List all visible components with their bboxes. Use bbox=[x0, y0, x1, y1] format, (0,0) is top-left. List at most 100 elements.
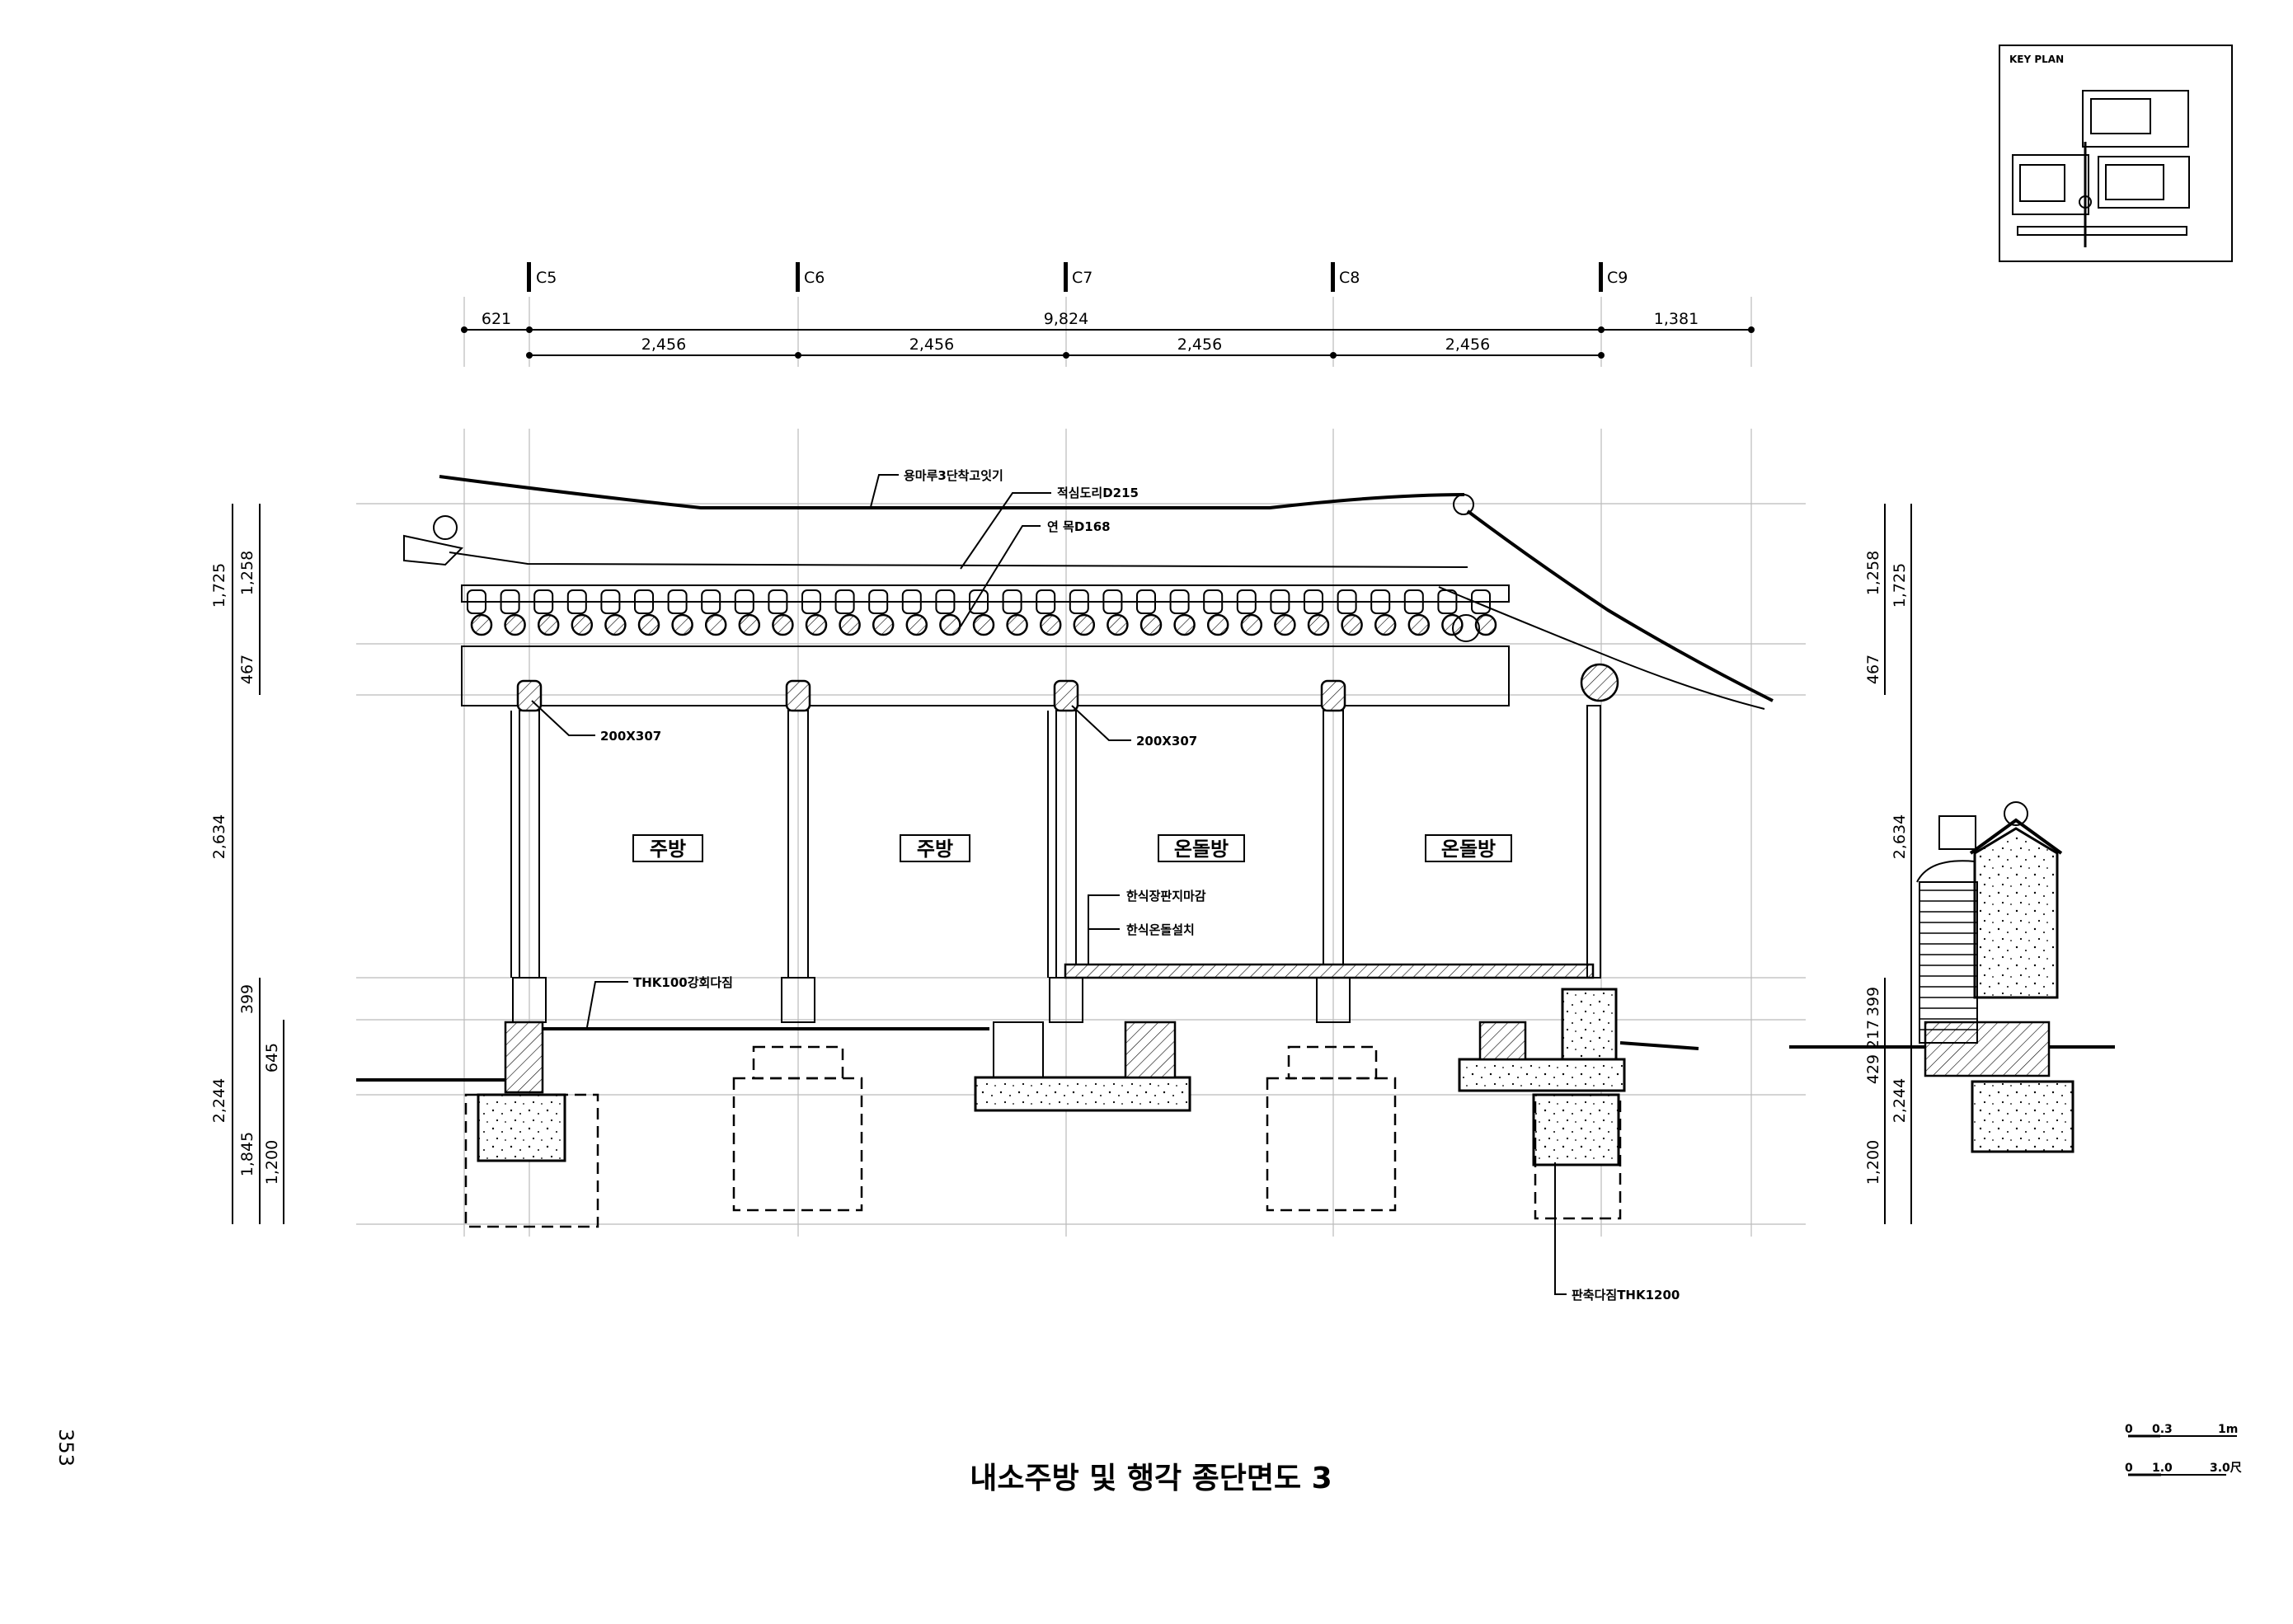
annotation-rafter: 연 목D168 bbox=[1047, 519, 1111, 534]
rafter-end bbox=[1437, 589, 1458, 614]
dim-label: 1,845 bbox=[238, 1132, 256, 1176]
dim-label: 9,824 bbox=[1044, 310, 1088, 328]
rafter-end bbox=[1169, 589, 1190, 614]
ridge-line bbox=[439, 475, 1465, 509]
right-wall bbox=[1586, 705, 1601, 979]
svg-text:0.3: 0.3 bbox=[2152, 1423, 2173, 1436]
rafter-end bbox=[500, 589, 520, 614]
annotation-ondol: 한식온돌설치 bbox=[1126, 922, 1195, 937]
rafter-section bbox=[1407, 613, 1431, 636]
rafter-section bbox=[772, 613, 794, 636]
rafter-end bbox=[701, 589, 721, 614]
rafter-section bbox=[939, 613, 961, 636]
column-marker-c7: C7 bbox=[1064, 262, 1092, 292]
column-marker-c6: C6 bbox=[796, 262, 825, 292]
beam-section bbox=[1320, 679, 1346, 712]
rafter-end bbox=[801, 589, 821, 614]
column-label: C5 bbox=[536, 269, 557, 287]
dim-label: 2,244 bbox=[1891, 1078, 1909, 1123]
annotation-beam: 200X307 bbox=[1136, 734, 1197, 749]
rafter-end bbox=[768, 589, 788, 614]
annotation-ridge: 용마루3단착고잇기 bbox=[904, 468, 1003, 483]
room-labels: 주방 주방 온돌방 온돌방 bbox=[632, 834, 1512, 862]
dim-label: 399 bbox=[1864, 987, 1882, 1016]
dim-label: 1,725 bbox=[1891, 563, 1909, 608]
rafter-section bbox=[604, 613, 627, 636]
rafter-end bbox=[1236, 589, 1257, 614]
right-eave-curve bbox=[1466, 509, 1774, 702]
rafter-section bbox=[1240, 613, 1263, 636]
dim-label: 2,244 bbox=[210, 1078, 228, 1123]
rafter-section bbox=[905, 613, 928, 636]
post-base bbox=[781, 977, 815, 1023]
column-label: C9 bbox=[1607, 269, 1628, 287]
dim-label: 2,456 bbox=[1445, 336, 1490, 354]
rafter-end bbox=[1270, 589, 1290, 614]
rafter-end bbox=[634, 589, 654, 614]
dim-label: 467 bbox=[238, 655, 256, 684]
dim-label: 467 bbox=[1864, 655, 1882, 684]
rafter-section bbox=[872, 613, 895, 636]
rafter-section bbox=[1307, 613, 1330, 636]
column-markers: C5 C6 C7 C8 C9 bbox=[527, 262, 1628, 292]
annotation-slab: THK100강회다짐 bbox=[633, 975, 733, 990]
room-label: 온돌방 bbox=[1174, 838, 1229, 861]
purlin-section bbox=[1580, 663, 1619, 702]
key-plan: KEY PLAN bbox=[1999, 45, 2233, 262]
rafter-end bbox=[868, 589, 889, 614]
rafter-section bbox=[504, 613, 526, 636]
room-label: 온돌방 bbox=[1441, 838, 1496, 861]
annotations: 용마루3단착고잇기 적심도리D215 연 목D168 200X307 200X3… bbox=[531, 468, 1680, 1302]
rafter-section bbox=[470, 613, 493, 636]
rafter-end bbox=[1069, 589, 1089, 614]
dim-label: 399 bbox=[238, 984, 256, 1014]
rafter-end bbox=[901, 589, 922, 614]
rafter-section bbox=[1107, 613, 1129, 636]
rafter-section bbox=[972, 613, 995, 636]
beam-section bbox=[785, 679, 811, 712]
dim-label: 1,381 bbox=[1654, 310, 1699, 328]
rafter-end bbox=[935, 589, 956, 614]
key-plan-label: KEY PLAN bbox=[2009, 54, 2064, 65]
rafter-section bbox=[1006, 613, 1028, 636]
svg-text:1m: 1m bbox=[2218, 1423, 2238, 1436]
column-label: C7 bbox=[1072, 269, 1092, 287]
rafter-section bbox=[839, 613, 861, 636]
scale-bar: 0 0.3 1m 0 1.0 3.0尺 bbox=[2125, 1423, 2242, 1476]
rafter-section bbox=[1374, 613, 1397, 636]
column-marker-c8: C8 bbox=[1331, 262, 1360, 292]
rafter-row bbox=[467, 589, 1497, 636]
rafter-section bbox=[537, 613, 560, 636]
left-vertical-dimensions: 1,725 2,634 2,244 1,258 467 399 1,845 64… bbox=[210, 504, 284, 1224]
dim-label: 2,456 bbox=[909, 336, 954, 354]
beam-band bbox=[461, 645, 1510, 706]
wall-core bbox=[1973, 827, 2059, 999]
rafter-end bbox=[467, 589, 486, 614]
rafter-section bbox=[1173, 613, 1196, 636]
rafter-section bbox=[805, 613, 828, 636]
dim-label: 2,456 bbox=[1177, 336, 1222, 354]
roof bbox=[403, 475, 1774, 710]
rafter-end bbox=[1337, 589, 1357, 614]
dim-label: 217 bbox=[1864, 1020, 1882, 1049]
rafter-section bbox=[1206, 613, 1229, 636]
annotation-beam: 200X307 bbox=[600, 729, 661, 744]
rafter-end bbox=[1036, 589, 1056, 614]
svg-text:1.0: 1.0 bbox=[2152, 1462, 2173, 1475]
dim-label: 621 bbox=[482, 310, 511, 328]
rafter-end bbox=[1471, 589, 1491, 614]
dim-label: 645 bbox=[263, 1043, 281, 1072]
rafter-end bbox=[969, 589, 989, 614]
annotation-floor-finish: 한식장판지마감 bbox=[1126, 889, 1206, 904]
svg-text:0: 0 bbox=[2125, 1462, 2133, 1475]
room-label: 주방 bbox=[917, 838, 953, 861]
rafter-section bbox=[1073, 613, 1096, 636]
dim-label: 2,634 bbox=[210, 814, 228, 859]
ondol-floor bbox=[1064, 963, 1595, 979]
rafter-section bbox=[1341, 613, 1363, 636]
rafter-section bbox=[1039, 613, 1062, 636]
chimney-cap bbox=[1938, 815, 1976, 850]
column-label: C6 bbox=[804, 269, 825, 287]
right-vertical-dimensions: 1,258 467 217 399 429 1,200 1,725 2,634 … bbox=[1864, 504, 1912, 1224]
